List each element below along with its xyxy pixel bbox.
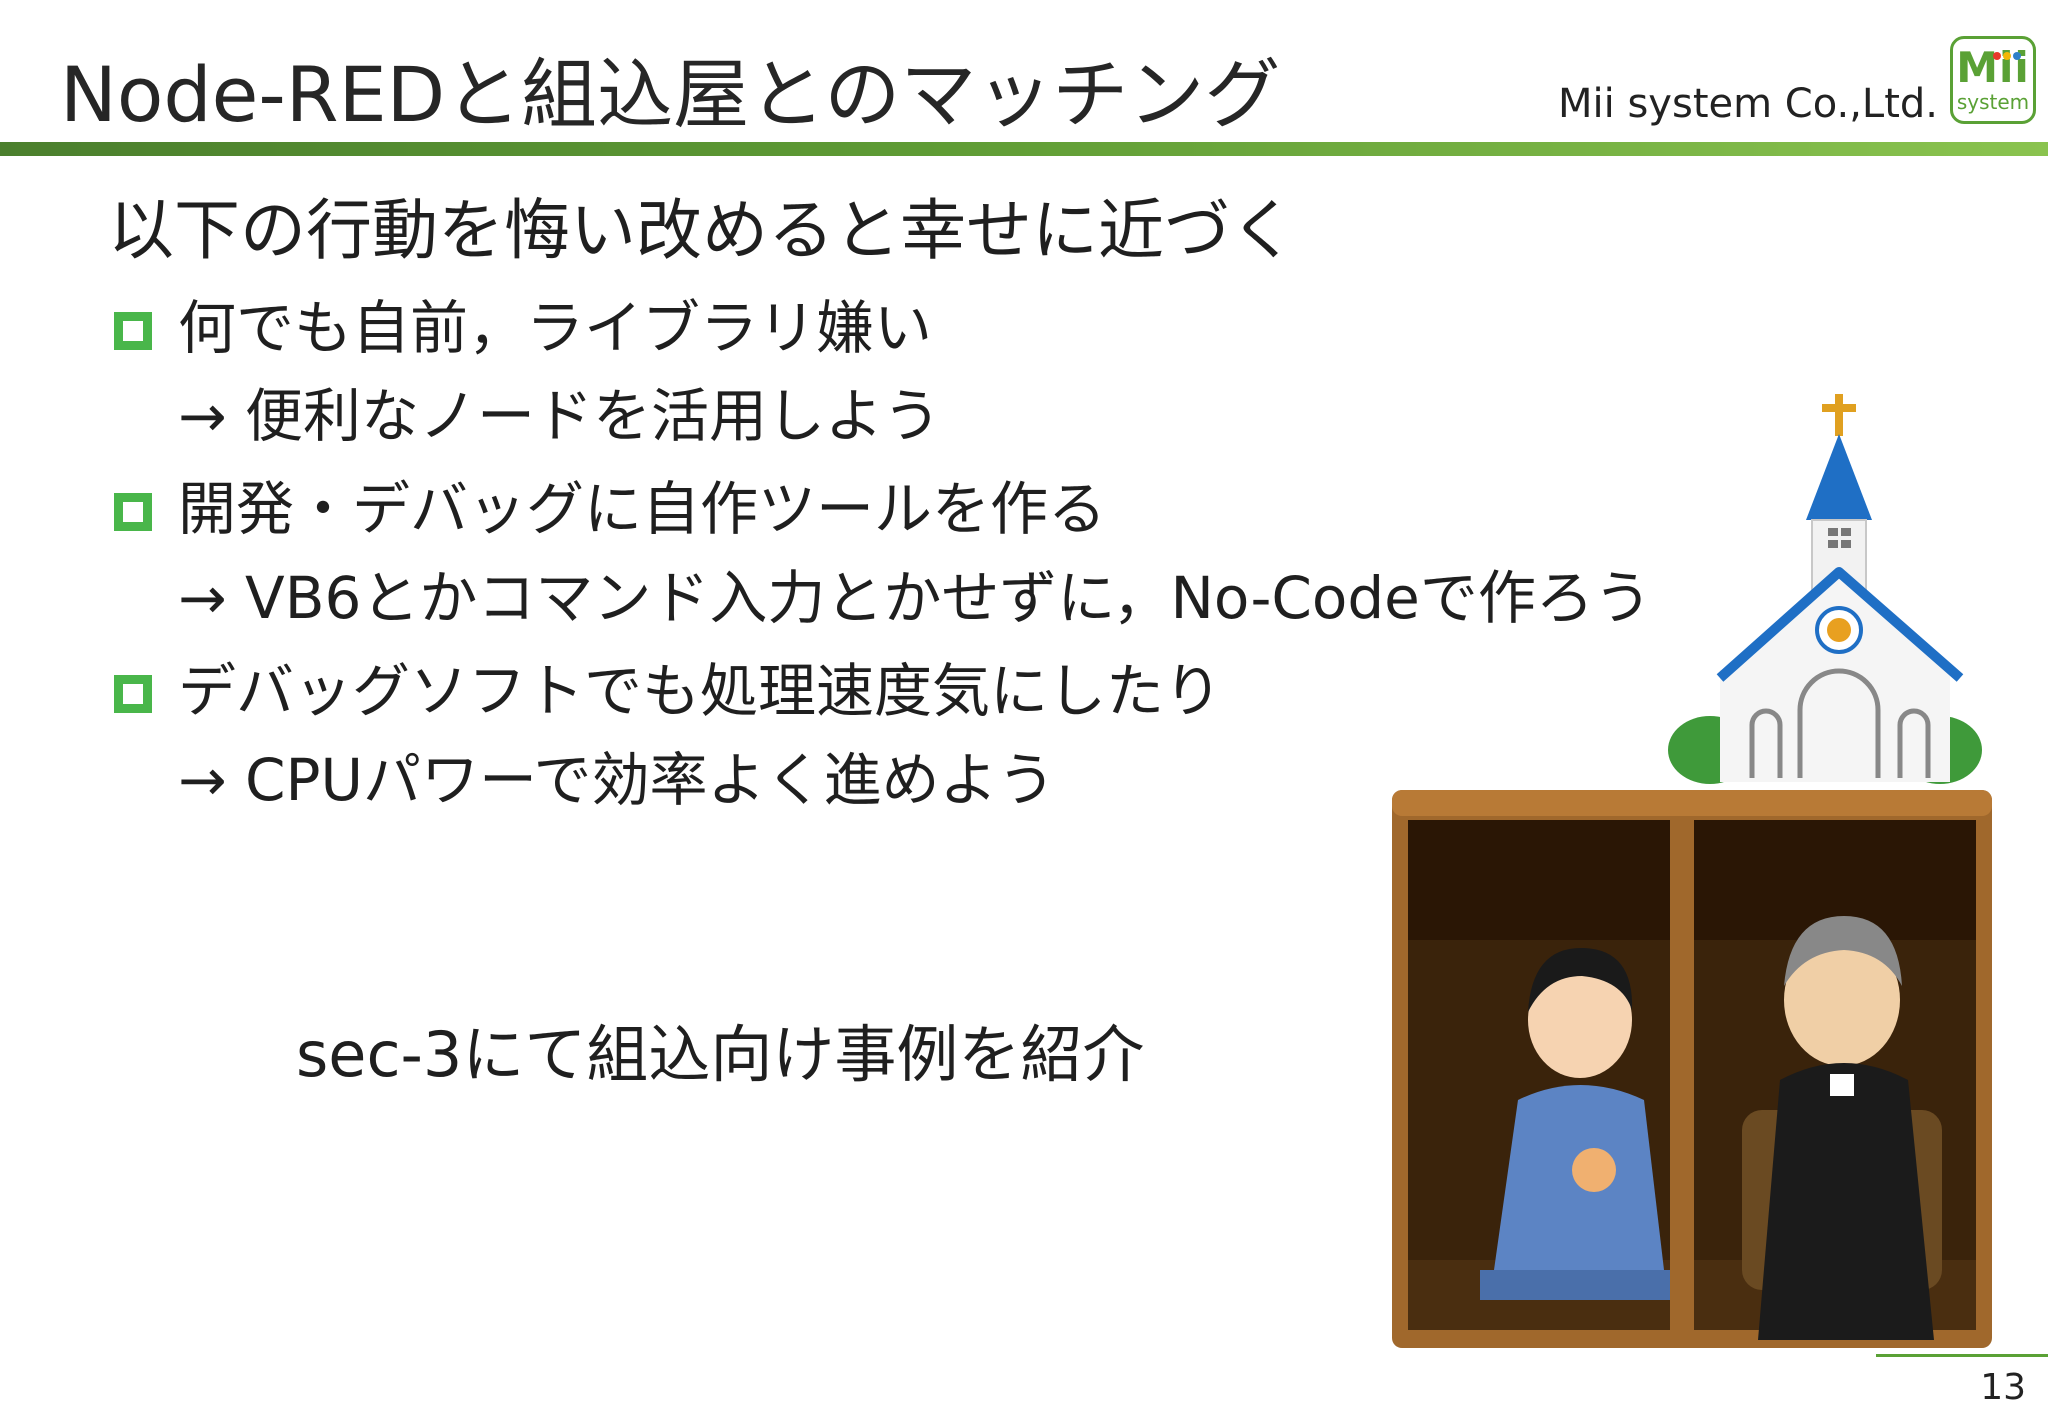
bullet-icon	[114, 493, 152, 531]
company-name: Mii system Co.,Ltd.	[1558, 81, 1938, 127]
bullet-item-2: 開発・デバッグに自作ツールを作る	[178, 475, 1107, 543]
bullet-sub-2: → VB6とかコマンド入力とかせずに，No-Codeで作ろう	[178, 564, 1652, 632]
kneeling-person-icon	[1480, 947, 1670, 1300]
bullet-sub-1: → 便利なノードを活用しよう	[178, 382, 942, 450]
bullet-item-1: 何でも自前，ライブラリ嫌い	[178, 294, 933, 362]
slide-heading: 以下の行動を悔い改めると幸せに近づく	[108, 192, 1296, 269]
bullet-item-3: デバッグソフトでも処理速度気にしたり	[178, 657, 1223, 725]
bullet-icon	[114, 312, 152, 350]
company-logo: Mii system	[1950, 36, 2036, 124]
bullet-icon	[114, 675, 152, 713]
slide-title: Node-REDと組込屋とのマッチング	[60, 50, 1281, 139]
church-confession-icon	[1392, 394, 1992, 1348]
page-number: 13	[1980, 1367, 2026, 1408]
church-icon	[1668, 394, 1982, 784]
bullet-sub-3: → CPUパワーで効率よく進めよう	[178, 746, 1056, 814]
logo-dots	[1991, 45, 2021, 64]
priest-icon	[1742, 916, 1942, 1340]
bottom-line	[1876, 1354, 2048, 1357]
section-note: sec-3にて組込向け事例を紹介	[296, 1018, 1145, 1091]
header-bar	[0, 142, 2048, 156]
logo-sub-text: system	[1956, 90, 2030, 114]
